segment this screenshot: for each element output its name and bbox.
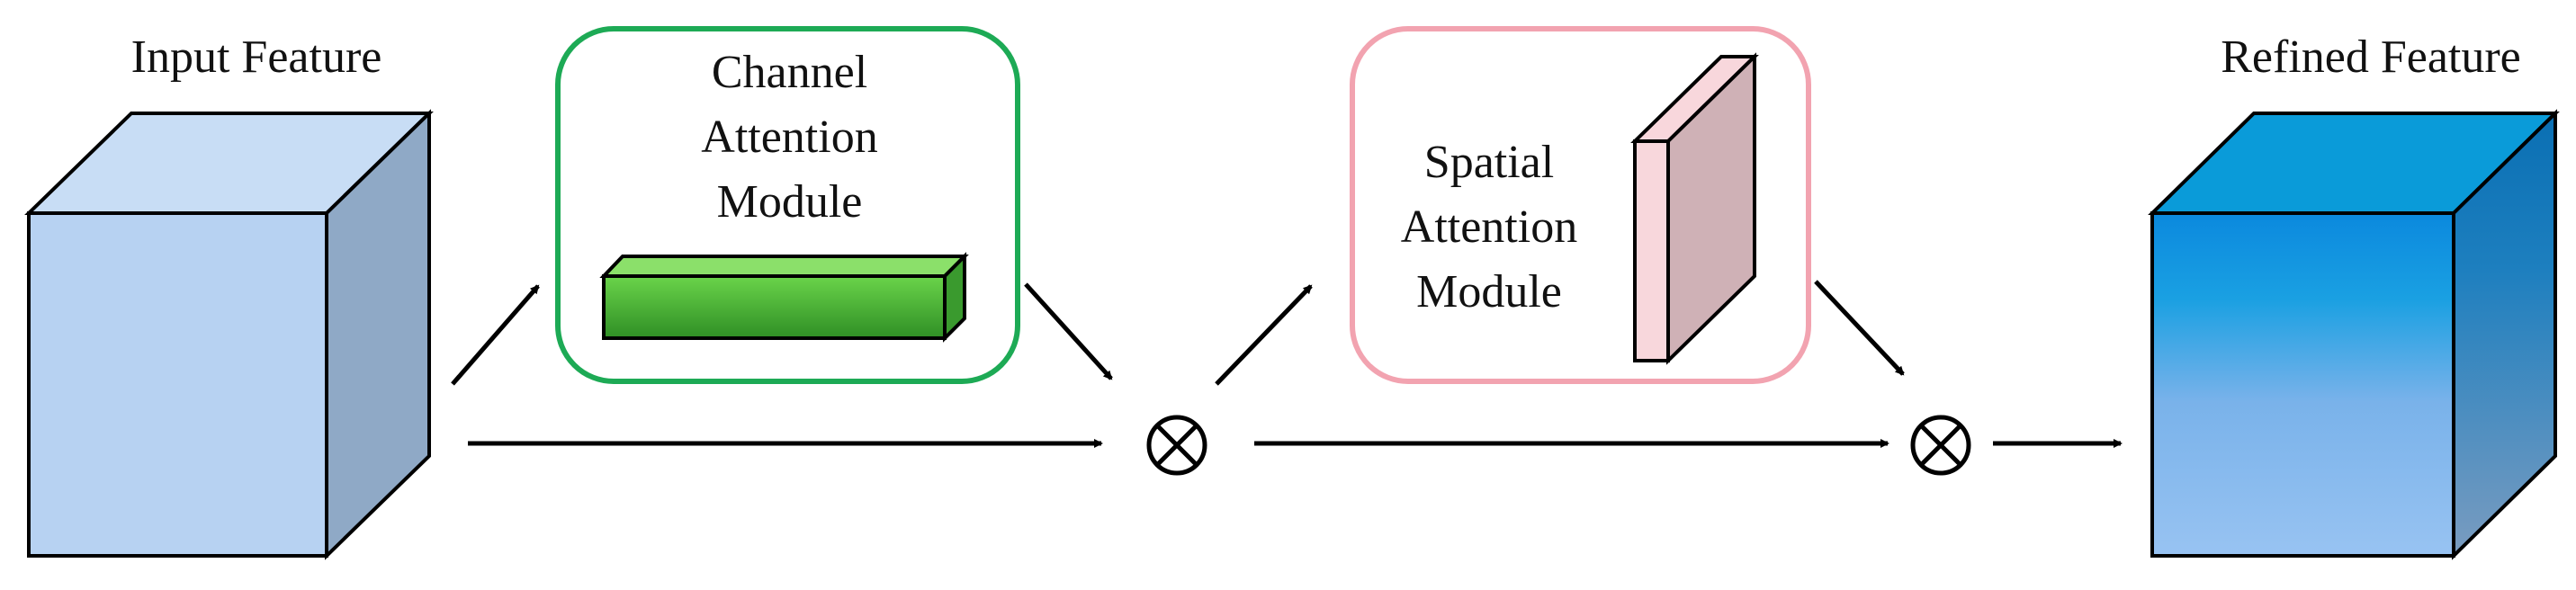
channel-attention-line-2: Attention [701, 112, 878, 163]
spatial-attention-line-2: Attention [1400, 201, 1578, 253]
multiply-operator-1 [1146, 415, 1207, 476]
spatial-attention-line-1: Spatial [1423, 137, 1555, 188]
refined-feature-label: Refined Feature [2221, 31, 2521, 83]
channel-bar-front [602, 274, 947, 340]
channel-bar-top [599, 255, 969, 278]
arrow-input-to-channel [451, 284, 540, 386]
spatial-map-front [1633, 139, 1670, 362]
multiply-operator-2 [1910, 415, 1971, 476]
channel-attention-label: Channel Attention Module [594, 40, 985, 235]
arrow-multiply-1-to-spatial [1215, 284, 1313, 386]
input-feature-cube [24, 109, 434, 560]
output-cube-front-face [2150, 211, 2455, 558]
multiply-cross-2b [1919, 424, 1962, 467]
input-feature-label: Input Feature [130, 31, 382, 83]
spatial-attention-line-3: Module [1416, 266, 1562, 317]
channel-attention-line-1: Channel [711, 47, 868, 98]
channel-attention-line-3: Module [716, 176, 863, 228]
input-cube-front-face [27, 211, 328, 558]
multiply-cross-1b [1155, 424, 1198, 467]
arrow-channel-to-multiply-1 [1024, 282, 1113, 380]
spatial-attention-label: Spatial Attention Module [1363, 130, 1615, 325]
refined-feature-cube [2148, 109, 2560, 560]
channel-bar-icon [599, 252, 969, 343]
spatial-map-icon [1630, 52, 1759, 365]
arrow-spatial-to-multiply-2 [1814, 280, 1905, 376]
